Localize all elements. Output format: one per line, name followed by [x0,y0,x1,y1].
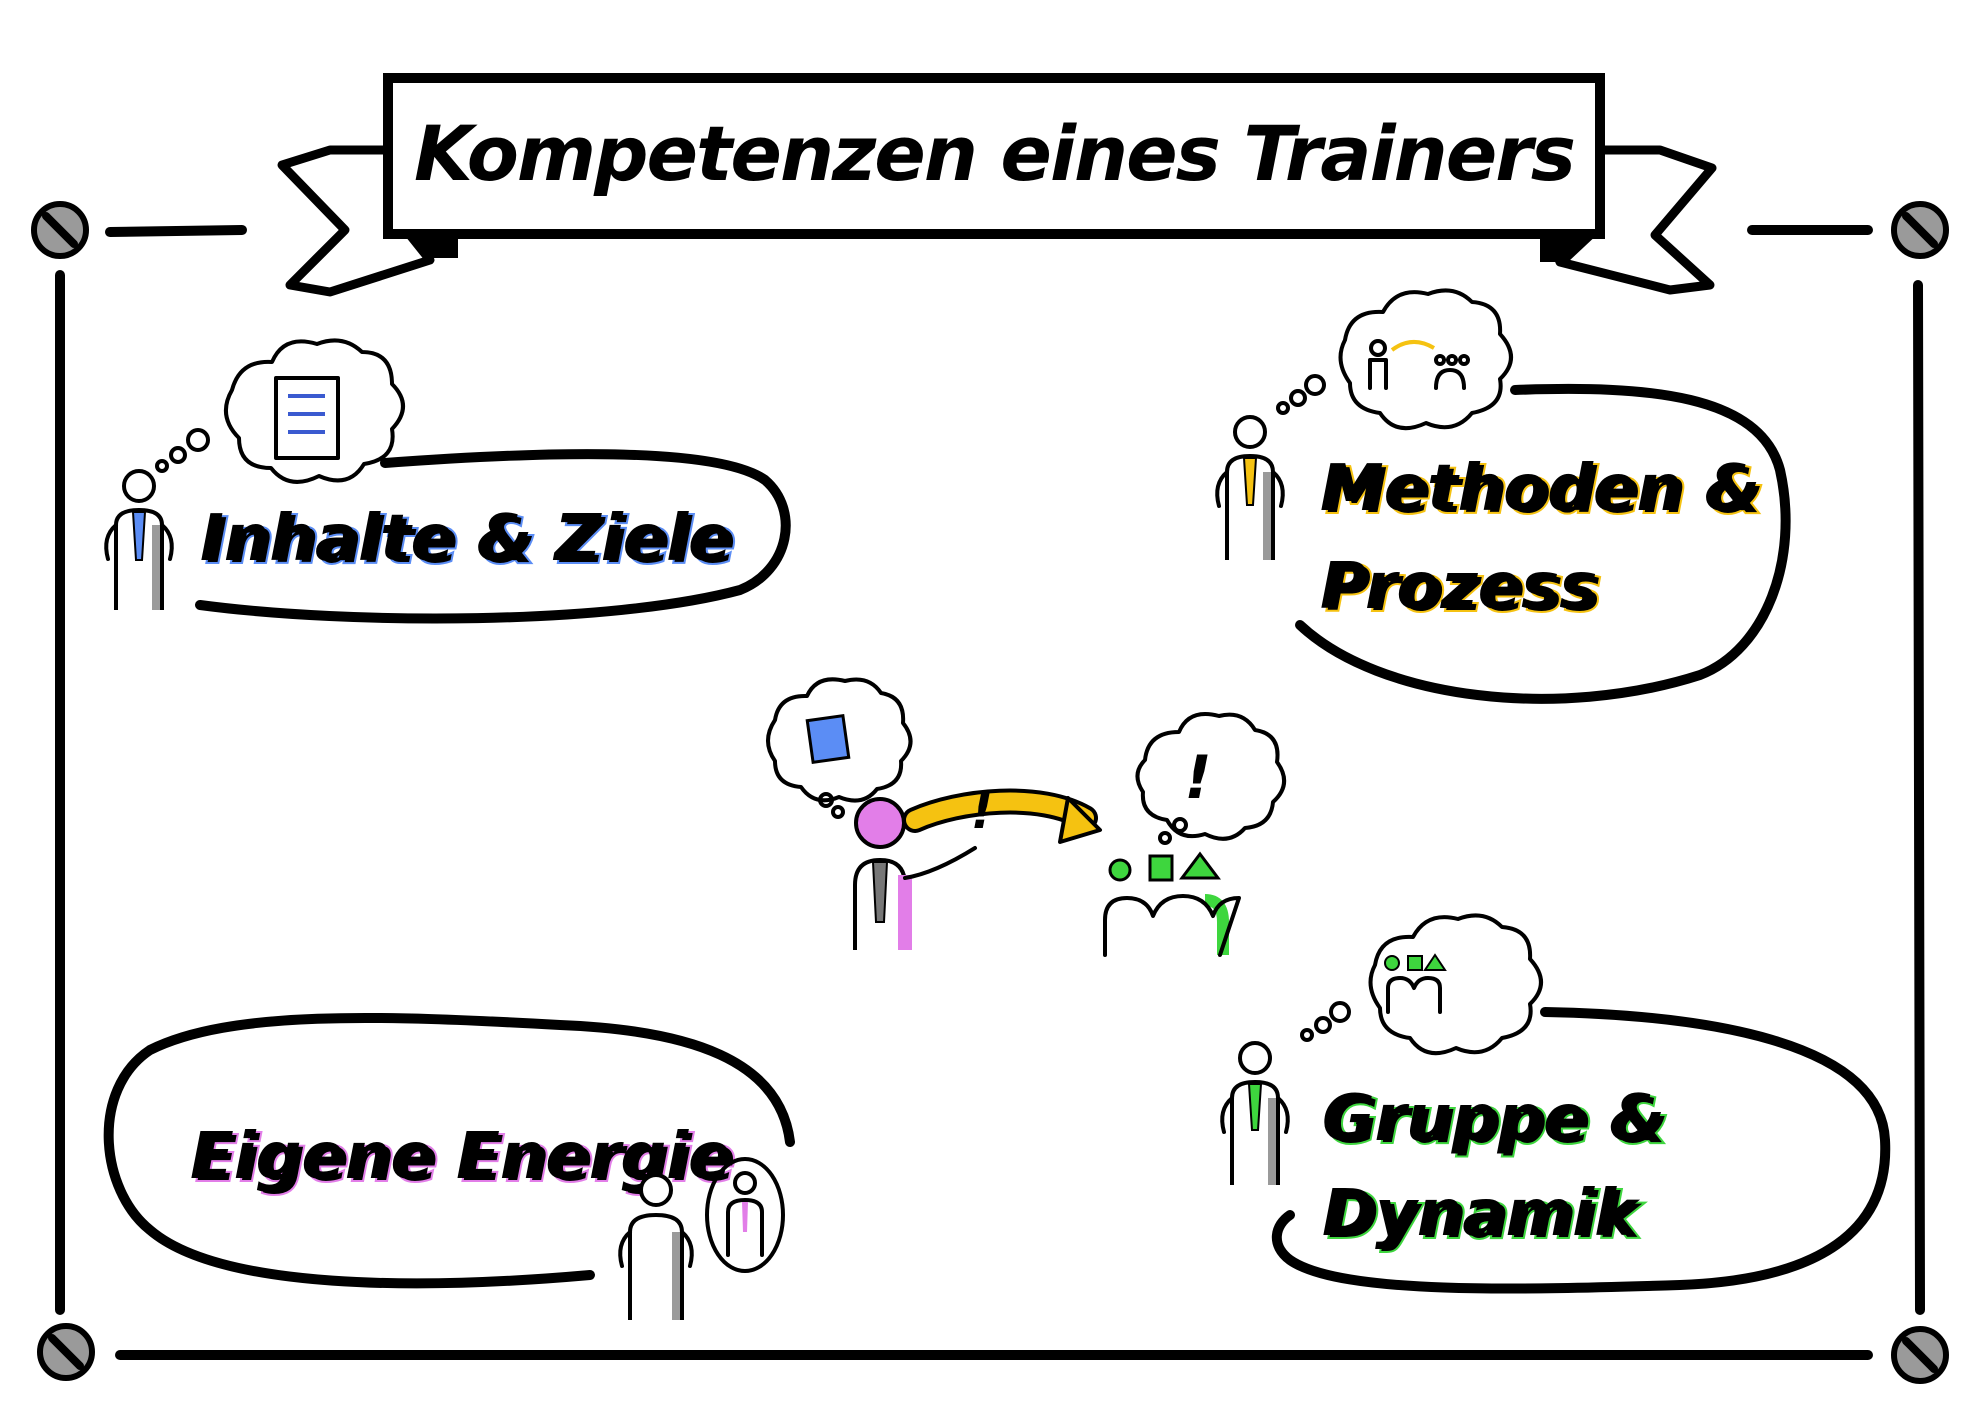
title-banner: Kompetenzen eines Trainers [277,73,1717,297]
group-exclamation-thought-icon: ! [1135,712,1286,845]
label-shadow: Inhalte & Ziele [205,505,737,579]
group-thought-exclamation: ! [1184,743,1211,813]
label-dynamik: Dynamik [1322,1177,1640,1251]
label-shadow: Gruppe & [1327,1085,1670,1159]
label-inhalte-ziele: Inhalte & Ziele [200,502,732,576]
self-reflection-icon [705,1157,785,1273]
group-shapes-icon [1300,913,1543,1056]
screw-bottom-left-icon [40,1326,92,1378]
label-methoden: Methoden & [1320,452,1760,526]
speech-bubble-outline [195,449,791,624]
section-eigene-energie: Eigene Energie Eigene Energie [103,1012,795,1320]
person-green-tie-icon [1220,1041,1290,1185]
section-methoden-prozess: Methoden & Methoden & Prozess Prozess [1215,288,1791,704]
page-title: Kompetenzen eines Trainers [414,109,1574,198]
person-standing-icon [618,1173,694,1320]
frame [55,225,1925,1360]
center-illustration: ! ! [766,677,1286,957]
screw-top-right-icon [1894,204,1946,256]
numbered-list-document-icon [155,338,405,484]
speech-bubble-outline [103,1012,795,1289]
communication-arrow-icon: ! [902,784,1102,844]
label-prozess: Prozess [1320,550,1597,624]
arrow-exclamation: ! [971,784,993,840]
section-gruppe-dynamik: Gruppe & Gruppe & Dynamik Dynamik [1220,913,1891,1294]
trainer-document-thought-icon [766,677,913,819]
label-shadow: Prozess [1325,553,1602,627]
speech-bubble-outline [1271,1007,1891,1294]
screw-bottom-right-icon [1894,1329,1946,1381]
group-figure-icon [1103,851,1241,957]
label-shadow: Dynamik [1327,1180,1645,1254]
trainer-presenting-icon [1276,288,1513,431]
section-inhalte-ziele: Inhalte & Ziele Inhalte & Ziele [104,338,791,624]
person-blue-tie-icon [104,469,174,610]
speech-bubble-outline [1295,383,1791,704]
screw-top-left-icon [34,204,86,256]
person-yellow-tie-icon [1215,415,1285,560]
label-gruppe: Gruppe & [1322,1082,1665,1156]
label-shadow: Methoden & [1325,455,1765,529]
